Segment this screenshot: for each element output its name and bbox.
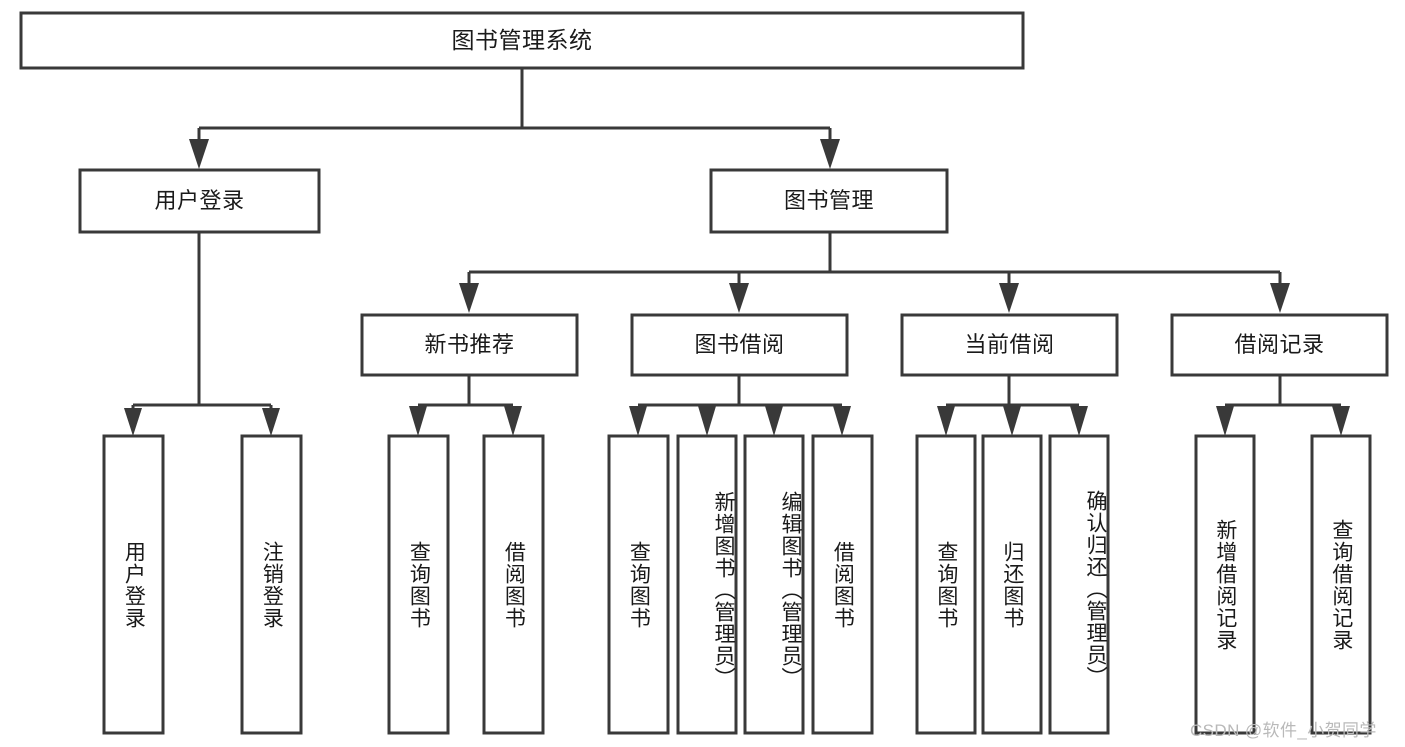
arrow-head-icon-user-login-1 — [124, 408, 142, 436]
arrow-head-icon-user-login-2 — [262, 408, 280, 436]
node-box-book-borrow[interactable] — [630, 313, 849, 377]
node-box-leaf-br-query-record[interactable] — [1310, 434, 1372, 735]
node-box-user-login[interactable] — [78, 168, 321, 234]
arrow-head-icon-new-book — [459, 283, 479, 313]
arrow-head-icon-book-borrow-leaf-2 — [698, 406, 716, 436]
arrow-head-icon-book-borrow-leaf-1 — [629, 406, 647, 436]
arrow-head-icon-current-borrow-leaf-3 — [1070, 406, 1088, 436]
node-box-leaf-logout[interactable] — [240, 434, 303, 735]
node-box-leaf-br-add-record[interactable] — [1194, 434, 1256, 735]
node-box-borrow-record[interactable] — [1170, 313, 1389, 377]
arrow-head-icon-current-borrow — [999, 283, 1019, 313]
arrow-head-icon-current-borrow-leaf-1 — [937, 406, 955, 436]
arrow-head-icon-book-borrow-leaf-4 — [833, 406, 851, 436]
arrow-head-icon-root-book-mgmt — [820, 139, 840, 169]
node-box-leaf-bb-borrow-book[interactable] — [811, 434, 874, 735]
arrow-head-icon-borrow-record-leaf-1 — [1216, 406, 1234, 436]
arrow-head-icon-book-borrow-leaf-3 — [765, 406, 783, 436]
node-box-book-management[interactable] — [709, 168, 949, 234]
arrow-head-icon-current-borrow-leaf-2 — [1003, 406, 1021, 436]
node-box-leaf-nbr-borrow-book[interactable] — [482, 434, 545, 735]
arrow-head-icon-new-book-leaf-1 — [409, 406, 427, 436]
node-box-leaf-bb-query-book[interactable] — [607, 434, 670, 735]
arrow-head-icon-new-book-leaf-2 — [504, 406, 522, 436]
arrow-head-icon-root-user-login — [189, 139, 209, 169]
arrow-head-icon-book-borrow — [729, 283, 749, 313]
node-box-leaf-bb-edit-book[interactable] — [743, 434, 805, 735]
node-box-root[interactable] — [19, 11, 1025, 70]
node-box-leaf-cb-confirm-return[interactable] — [1048, 434, 1110, 735]
node-box-current-borrow[interactable] — [900, 313, 1119, 377]
node-box-leaf-bb-add-book[interactable] — [676, 434, 738, 735]
arrow-head-icon-borrow-record-leaf-2 — [1332, 406, 1350, 436]
arrow-head-icon-borrow-record — [1270, 283, 1290, 313]
node-box-new-book-recommend[interactable] — [360, 313, 579, 377]
node-box-leaf-user-login[interactable] — [102, 434, 165, 735]
node-box-leaf-cb-return-book[interactable] — [981, 434, 1043, 735]
node-box-leaf-cb-query-book[interactable] — [915, 434, 977, 735]
node-box-leaf-nbr-query-book[interactable] — [387, 434, 450, 735]
